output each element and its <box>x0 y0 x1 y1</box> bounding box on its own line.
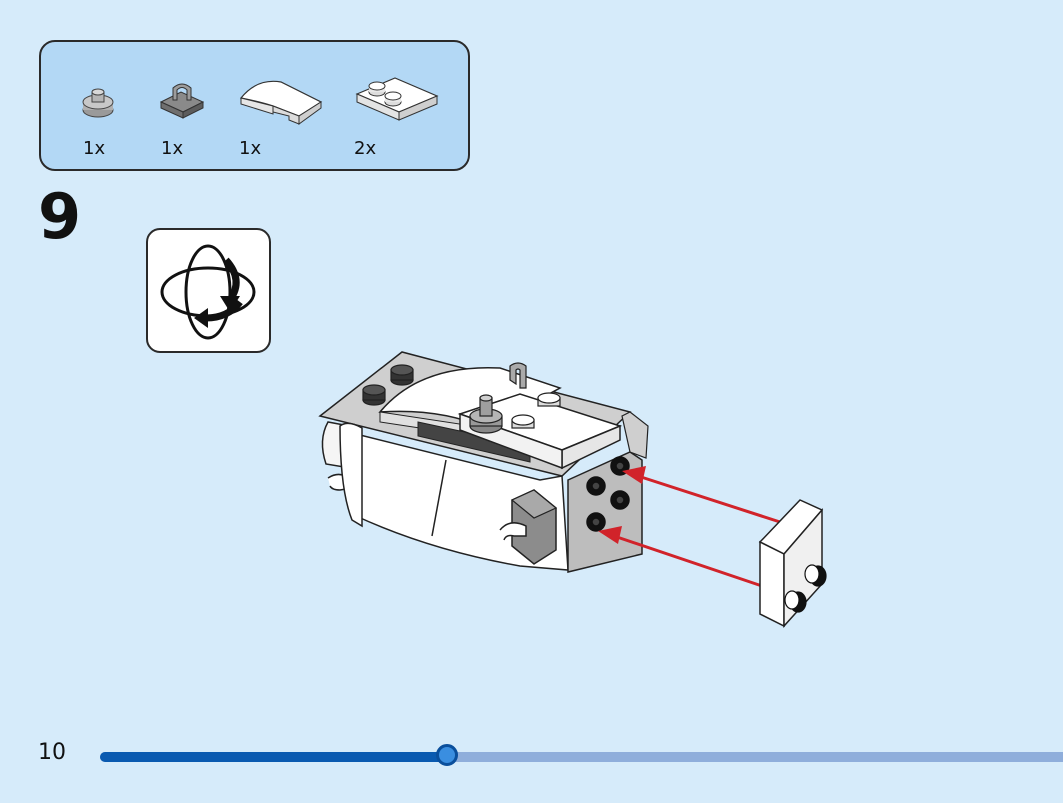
rotate-model-icon <box>160 244 256 340</box>
build-progress-bar <box>100 744 1063 766</box>
progress-fill <box>100 752 447 762</box>
rotate-hint-box <box>146 228 271 353</box>
progress-marker <box>435 744 458 766</box>
part-quantity: 1x <box>161 138 184 159</box>
curved-slope-icon <box>237 72 327 128</box>
step-number: 9 <box>38 180 82 253</box>
clip-plate-icon <box>157 72 207 122</box>
parts-list-panel: 1x 1x 1x 2x <box>39 40 470 171</box>
model-illustration <box>318 351 827 628</box>
part-quantity: 1x <box>239 138 262 159</box>
part-quantity: 2x <box>354 138 377 159</box>
round-plate-stud-icon <box>79 72 119 122</box>
part-quantity: 1x <box>83 138 106 159</box>
page-number: 10 <box>38 740 66 765</box>
plate-two-studs-icon <box>353 70 441 126</box>
